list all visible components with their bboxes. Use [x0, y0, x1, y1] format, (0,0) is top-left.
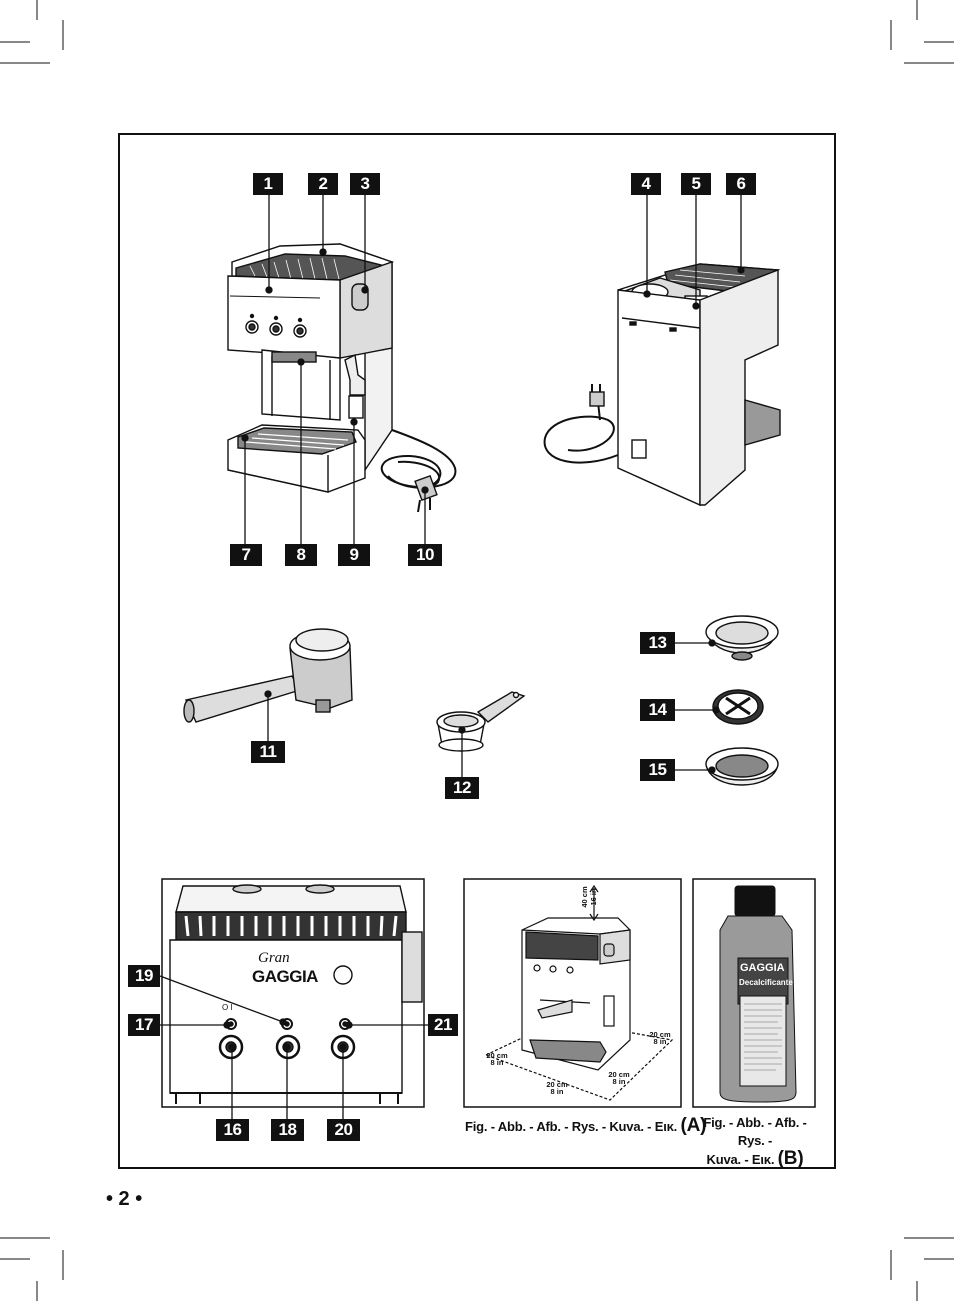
- callout-7: 7: [230, 544, 262, 566]
- caption-b-line1: Fig. - Abb. - Afb. - Rys. -: [703, 1115, 807, 1148]
- page-number: • 2 •: [106, 1188, 143, 1210]
- caption-b: Fig. - Abb. - Afb. - Rys. - Kuva. - Εικ.…: [693, 1114, 817, 1169]
- callout-11: 11: [251, 741, 285, 763]
- filter-double-dose: [705, 747, 779, 786]
- callout-3: 3: [350, 173, 380, 195]
- filter-single-dose: [705, 615, 779, 661]
- bottle-brand: GAGGIA: [740, 962, 785, 974]
- callout-6: 6: [726, 173, 756, 195]
- portafilter-illustration: [183, 628, 353, 723]
- brand-name: GAGGIA: [252, 967, 318, 986]
- callout-20: 20: [327, 1119, 360, 1141]
- caption-a: Fig. - Abb. - Afb. - Rys. - Kuva. - Εικ.…: [465, 1115, 706, 1137]
- callout-1: 1: [253, 173, 283, 195]
- clearance-left-in: 8 in: [490, 1058, 504, 1067]
- descaler-bottle: [719, 885, 797, 1103]
- power-symbol: O I: [222, 1003, 233, 1012]
- caption-a-letter: (A): [680, 1115, 707, 1136]
- caption-a-text: Fig. - Abb. - Afb. - Rys. - Kuva. - Εικ.: [465, 1119, 678, 1134]
- caption-b-letter: (B): [777, 1148, 804, 1169]
- main-frame: [118, 133, 836, 1169]
- callout-8: 8: [285, 544, 317, 566]
- clearance-right-cm: 20 cm: [649, 1030, 671, 1039]
- callout-13: 13: [640, 632, 675, 654]
- controls-closeup: [169, 884, 423, 1104]
- callout-12: 12: [445, 777, 479, 799]
- machine-back-view: [543, 263, 781, 507]
- leader-lines: [159, 194, 745, 1120]
- filter-disc: [712, 689, 764, 725]
- callout-9: 9: [338, 544, 370, 566]
- callout-2: 2: [308, 173, 338, 195]
- callout-10: 10: [408, 544, 442, 566]
- brand-script: Gran: [258, 950, 290, 966]
- callout-21: 21: [428, 1014, 458, 1036]
- callout-15: 15: [640, 759, 675, 781]
- callout-18: 18: [271, 1119, 304, 1141]
- callout-17: 17: [128, 1014, 160, 1036]
- caption-b-line2-wrap: Kuva. - Εικ. (B): [693, 1148, 817, 1169]
- clearance-right-front-cm: 20 cm: [608, 1070, 630, 1079]
- callout-4: 4: [631, 173, 661, 195]
- machine-front-view: [227, 243, 457, 513]
- clearance-top-cm: 40 cm: [580, 886, 589, 908]
- clearance-right-front-in: 8 in: [612, 1077, 626, 1086]
- bottle-product: Decalcificante: [739, 978, 793, 987]
- callout-16: 16: [216, 1119, 249, 1141]
- callout-5: 5: [681, 173, 711, 195]
- callout-14: 14: [640, 699, 675, 721]
- callout-19: 19: [128, 965, 160, 987]
- clearance-left-cm: 20 cm: [486, 1051, 508, 1060]
- clearance-diagram: [484, 884, 674, 1101]
- caption-b-line2: Kuva. - Εικ.: [706, 1152, 775, 1167]
- measuring-scoop: [436, 691, 526, 752]
- clearance-top-in: 16 in: [589, 888, 598, 906]
- clearance-front-cm: 20 cm: [546, 1080, 568, 1089]
- clearance-front-in: 8 in: [550, 1087, 564, 1096]
- clearance-right-in: 8 in: [653, 1037, 667, 1046]
